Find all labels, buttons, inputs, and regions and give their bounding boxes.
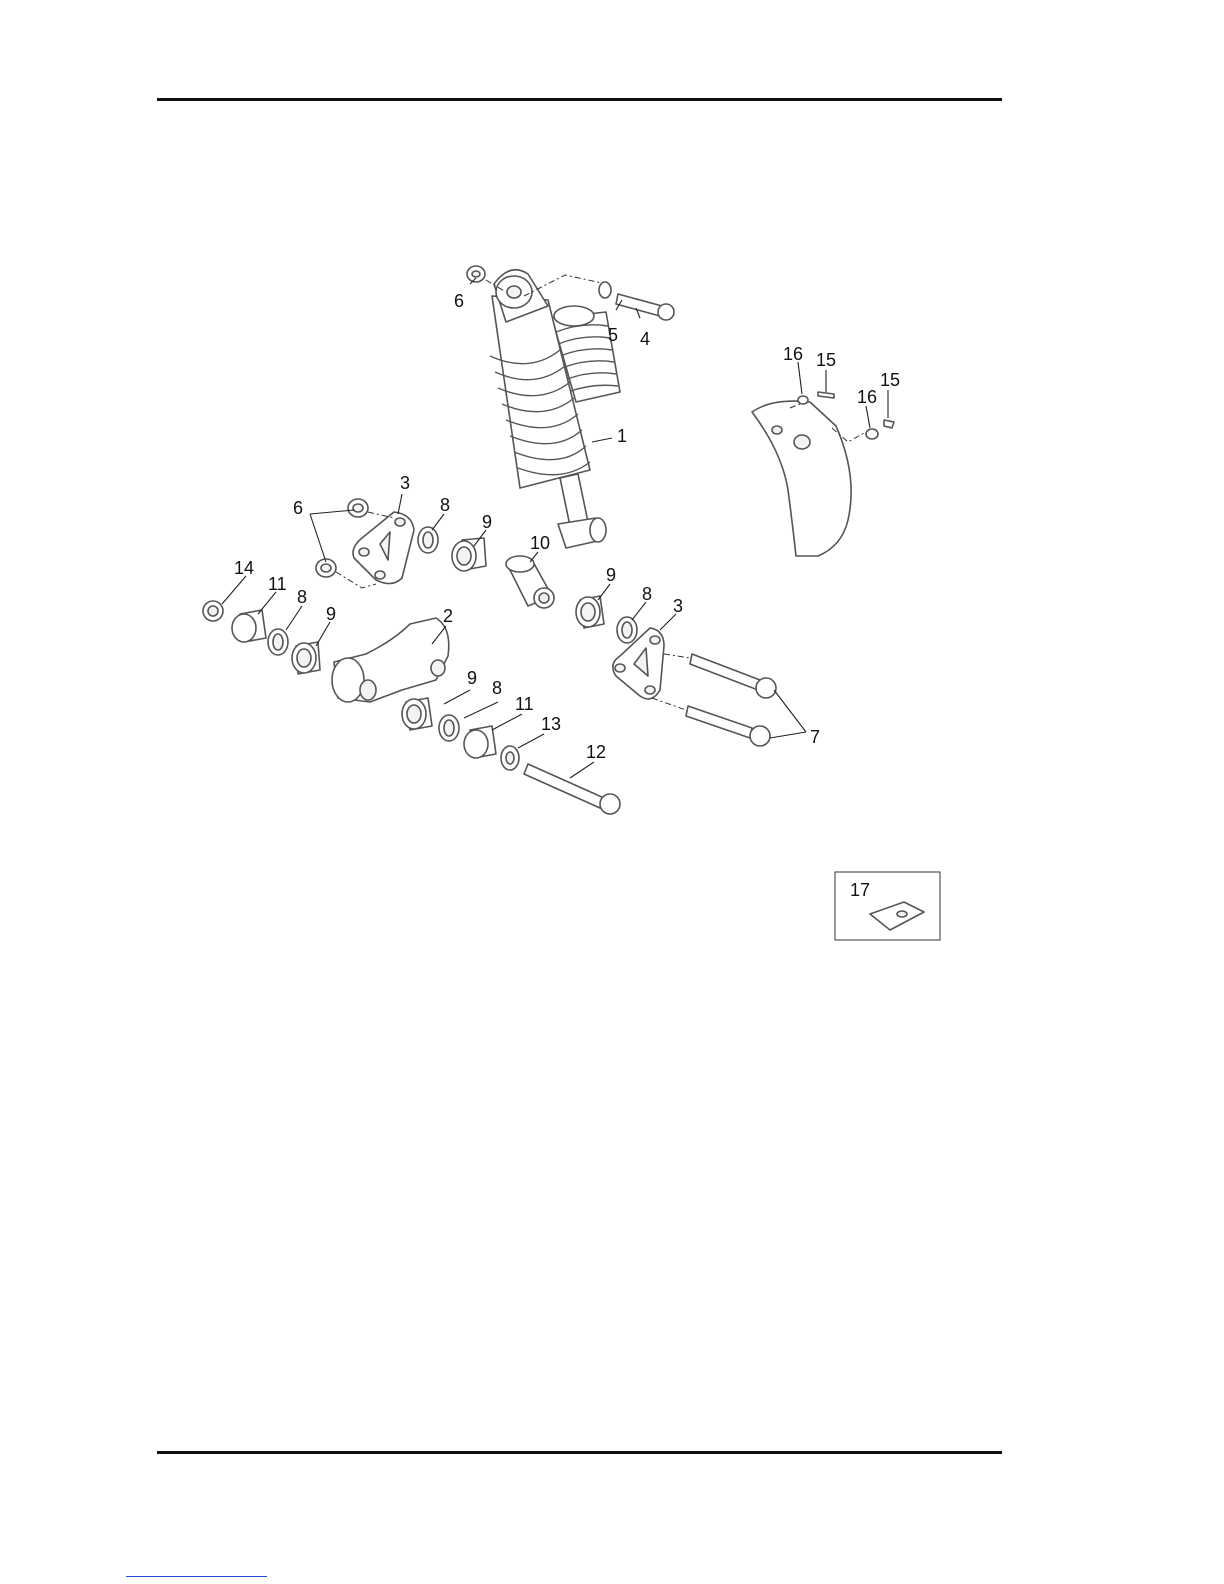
seal-8-right [617,617,637,643]
callout-9-right: 9 [606,565,616,585]
callout-14: 14 [234,558,254,578]
spacer-10 [506,556,554,608]
callout-1: 1 [617,426,627,446]
bushing-6-top [467,266,485,282]
callout-4: 4 [640,329,650,349]
callout-13: 13 [541,714,561,734]
bearing-9-lower [402,698,432,730]
guard-bracket [752,401,851,556]
washer-5 [599,282,611,298]
callout-8-upper: 8 [440,495,450,515]
plate-3-left [353,512,414,584]
callout-8-lower: 8 [492,678,502,698]
callout-6-left: 6 [293,498,303,518]
seal-8-upper [418,527,438,553]
seal-8-lower [439,715,459,741]
callout-5: 5 [608,325,618,345]
bush-11-left [232,610,266,642]
seal-8-left [268,629,288,655]
bolt-4 [616,294,674,320]
callout-12: 12 [586,742,606,762]
callout-15-left: 15 [816,350,836,370]
footer-link-underline[interactable] [126,1576,267,1577]
callout-7: 7 [810,727,820,747]
callout-11-lower: 11 [515,694,534,714]
shock-absorber [490,270,620,548]
bolt-12 [524,764,620,814]
callout-10: 10 [530,533,550,553]
bearing-9-upper [452,538,486,571]
bolts-7 [686,654,776,746]
link-2 [332,618,449,702]
callout-8-left: 8 [297,587,307,607]
callout-9-lower: 9 [467,668,477,688]
callout-6-top: 6 [454,291,464,311]
callout-3-left: 3 [400,473,410,493]
callout-17: 17 [850,880,870,900]
bush-11-lower [464,726,496,758]
callout-11-left: 11 [268,574,287,594]
callout-16-right: 16 [857,387,877,407]
callout-9-upper: 9 [482,512,492,532]
bearing-9-right [576,596,604,628]
callout-16-left: 16 [783,344,803,364]
callout-2: 2 [443,606,453,626]
callout-9-left: 9 [326,604,336,624]
callout-3-right: 3 [673,596,683,616]
washer-13 [501,746,519,770]
nut-14 [203,601,223,621]
bearing-9-left [292,642,320,674]
callout-15-right: 15 [880,370,900,390]
footer-rule [157,1451,1002,1454]
callout-8-right: 8 [642,584,652,604]
